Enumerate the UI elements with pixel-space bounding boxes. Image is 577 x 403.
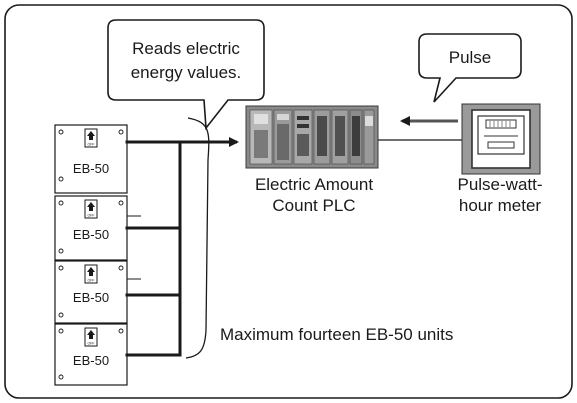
eb50-label: EB-50	[73, 161, 109, 176]
eb50-unit: OFF EB-50	[54, 323, 128, 386]
eb50-label: EB-50	[73, 353, 109, 368]
outer-frame	[4, 4, 573, 399]
bus-wiring	[125, 140, 182, 357]
switch-text: OFF	[88, 279, 95, 283]
reads-callout-line2: energy values.	[131, 63, 242, 82]
pulse-callout: Pulse	[418, 33, 522, 103]
switch-text: OFF	[88, 214, 95, 218]
plc-label-line2: Count PLC	[272, 196, 355, 215]
meter-icon	[461, 103, 541, 175]
switch-icon: OFF	[84, 327, 98, 347]
pulse-callout-text: Pulse	[449, 48, 492, 67]
brace-bracket	[185, 117, 210, 359]
plc-label-line1: Electric Amount	[255, 175, 373, 194]
eb50-label: EB-50	[73, 290, 109, 305]
switch-icon: OFF	[84, 199, 98, 219]
max-units-note: Maximum fourteen EB-50 units	[220, 325, 453, 344]
eb50-unit: OFF EB-50	[54, 260, 128, 324]
eb50-unit: OFF EB-50	[54, 124, 128, 194]
plc-icon	[245, 105, 379, 169]
meter-label-line1: Pulse-watt-	[457, 175, 542, 194]
switch-icon: OFF	[84, 264, 98, 284]
reads-callout-line1: Reads electric	[132, 39, 240, 58]
switch-icon: OFF	[84, 128, 98, 148]
meter-label-line2: hour meter	[459, 196, 542, 215]
eb50-unit: OFF EB-50	[54, 195, 128, 261]
switch-text: OFF	[88, 143, 95, 147]
switch-text: OFF	[88, 342, 95, 346]
reads-callout: Reads electric energy values.	[107, 19, 265, 131]
eb50-label: EB-50	[73, 227, 109, 242]
